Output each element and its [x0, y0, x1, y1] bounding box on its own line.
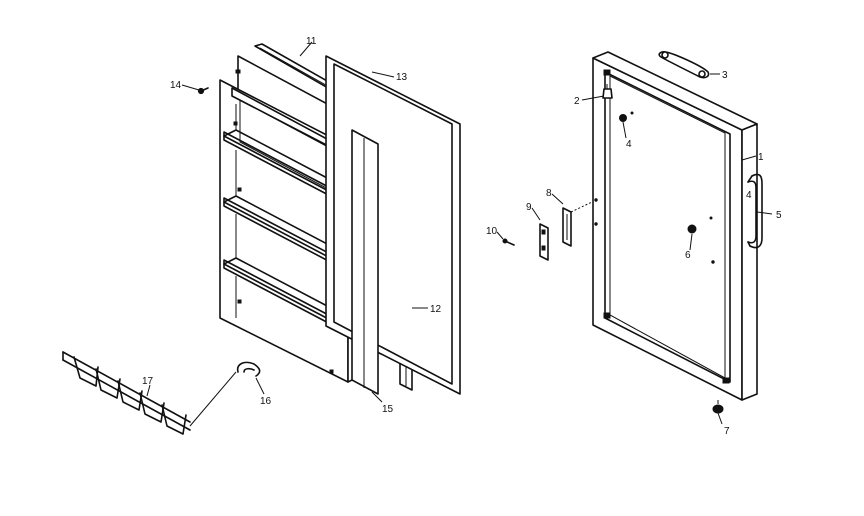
- callout-1: 1: [758, 152, 764, 163]
- callout-11: 11: [306, 36, 317, 47]
- part-7-hinge-bushing: [712, 400, 724, 414]
- callout-10: 10: [486, 226, 498, 237]
- callout-12: 12: [430, 304, 442, 315]
- part-2-bumper: [602, 84, 613, 99]
- callout-17: 17: [142, 376, 154, 387]
- callout-9: 9: [526, 202, 532, 213]
- part-15-panel: [351, 129, 379, 395]
- callout-15: 15: [382, 404, 394, 415]
- part-8-bracket: [562, 201, 593, 247]
- part-16-clip: [236, 361, 261, 377]
- callout-6: 6: [685, 250, 691, 261]
- part-14-screw: [197, 87, 209, 95]
- callout-13: 13: [396, 72, 408, 83]
- part-6-bushing: [687, 216, 713, 234]
- part-10-screw: [502, 238, 515, 246]
- callout-8: 8: [546, 188, 552, 199]
- callout-14: 14: [170, 80, 182, 91]
- part-9-bracket: [539, 223, 549, 261]
- callout-7: 7: [724, 426, 730, 437]
- part-17-shelf-rail: [62, 351, 237, 435]
- callout-16: 16: [260, 396, 272, 407]
- callout-3: 3: [722, 70, 728, 81]
- part-4-bushing-upper: [619, 111, 634, 122]
- part-3-hinge: [658, 51, 710, 79]
- leader-lines: [146, 41, 773, 425]
- part-5-door-handle: [747, 173, 763, 249]
- callout-2: 2: [574, 96, 580, 107]
- callout-4-upper: 4: [626, 139, 632, 150]
- callout-4-lower: 4: [746, 190, 752, 201]
- callout-5: 5: [776, 210, 782, 221]
- door-frame: [592, 51, 758, 401]
- callout-labels: 1 2 3 4 4 5 6 7 8 9 10 11 12 13 14 15 16…: [142, 36, 782, 437]
